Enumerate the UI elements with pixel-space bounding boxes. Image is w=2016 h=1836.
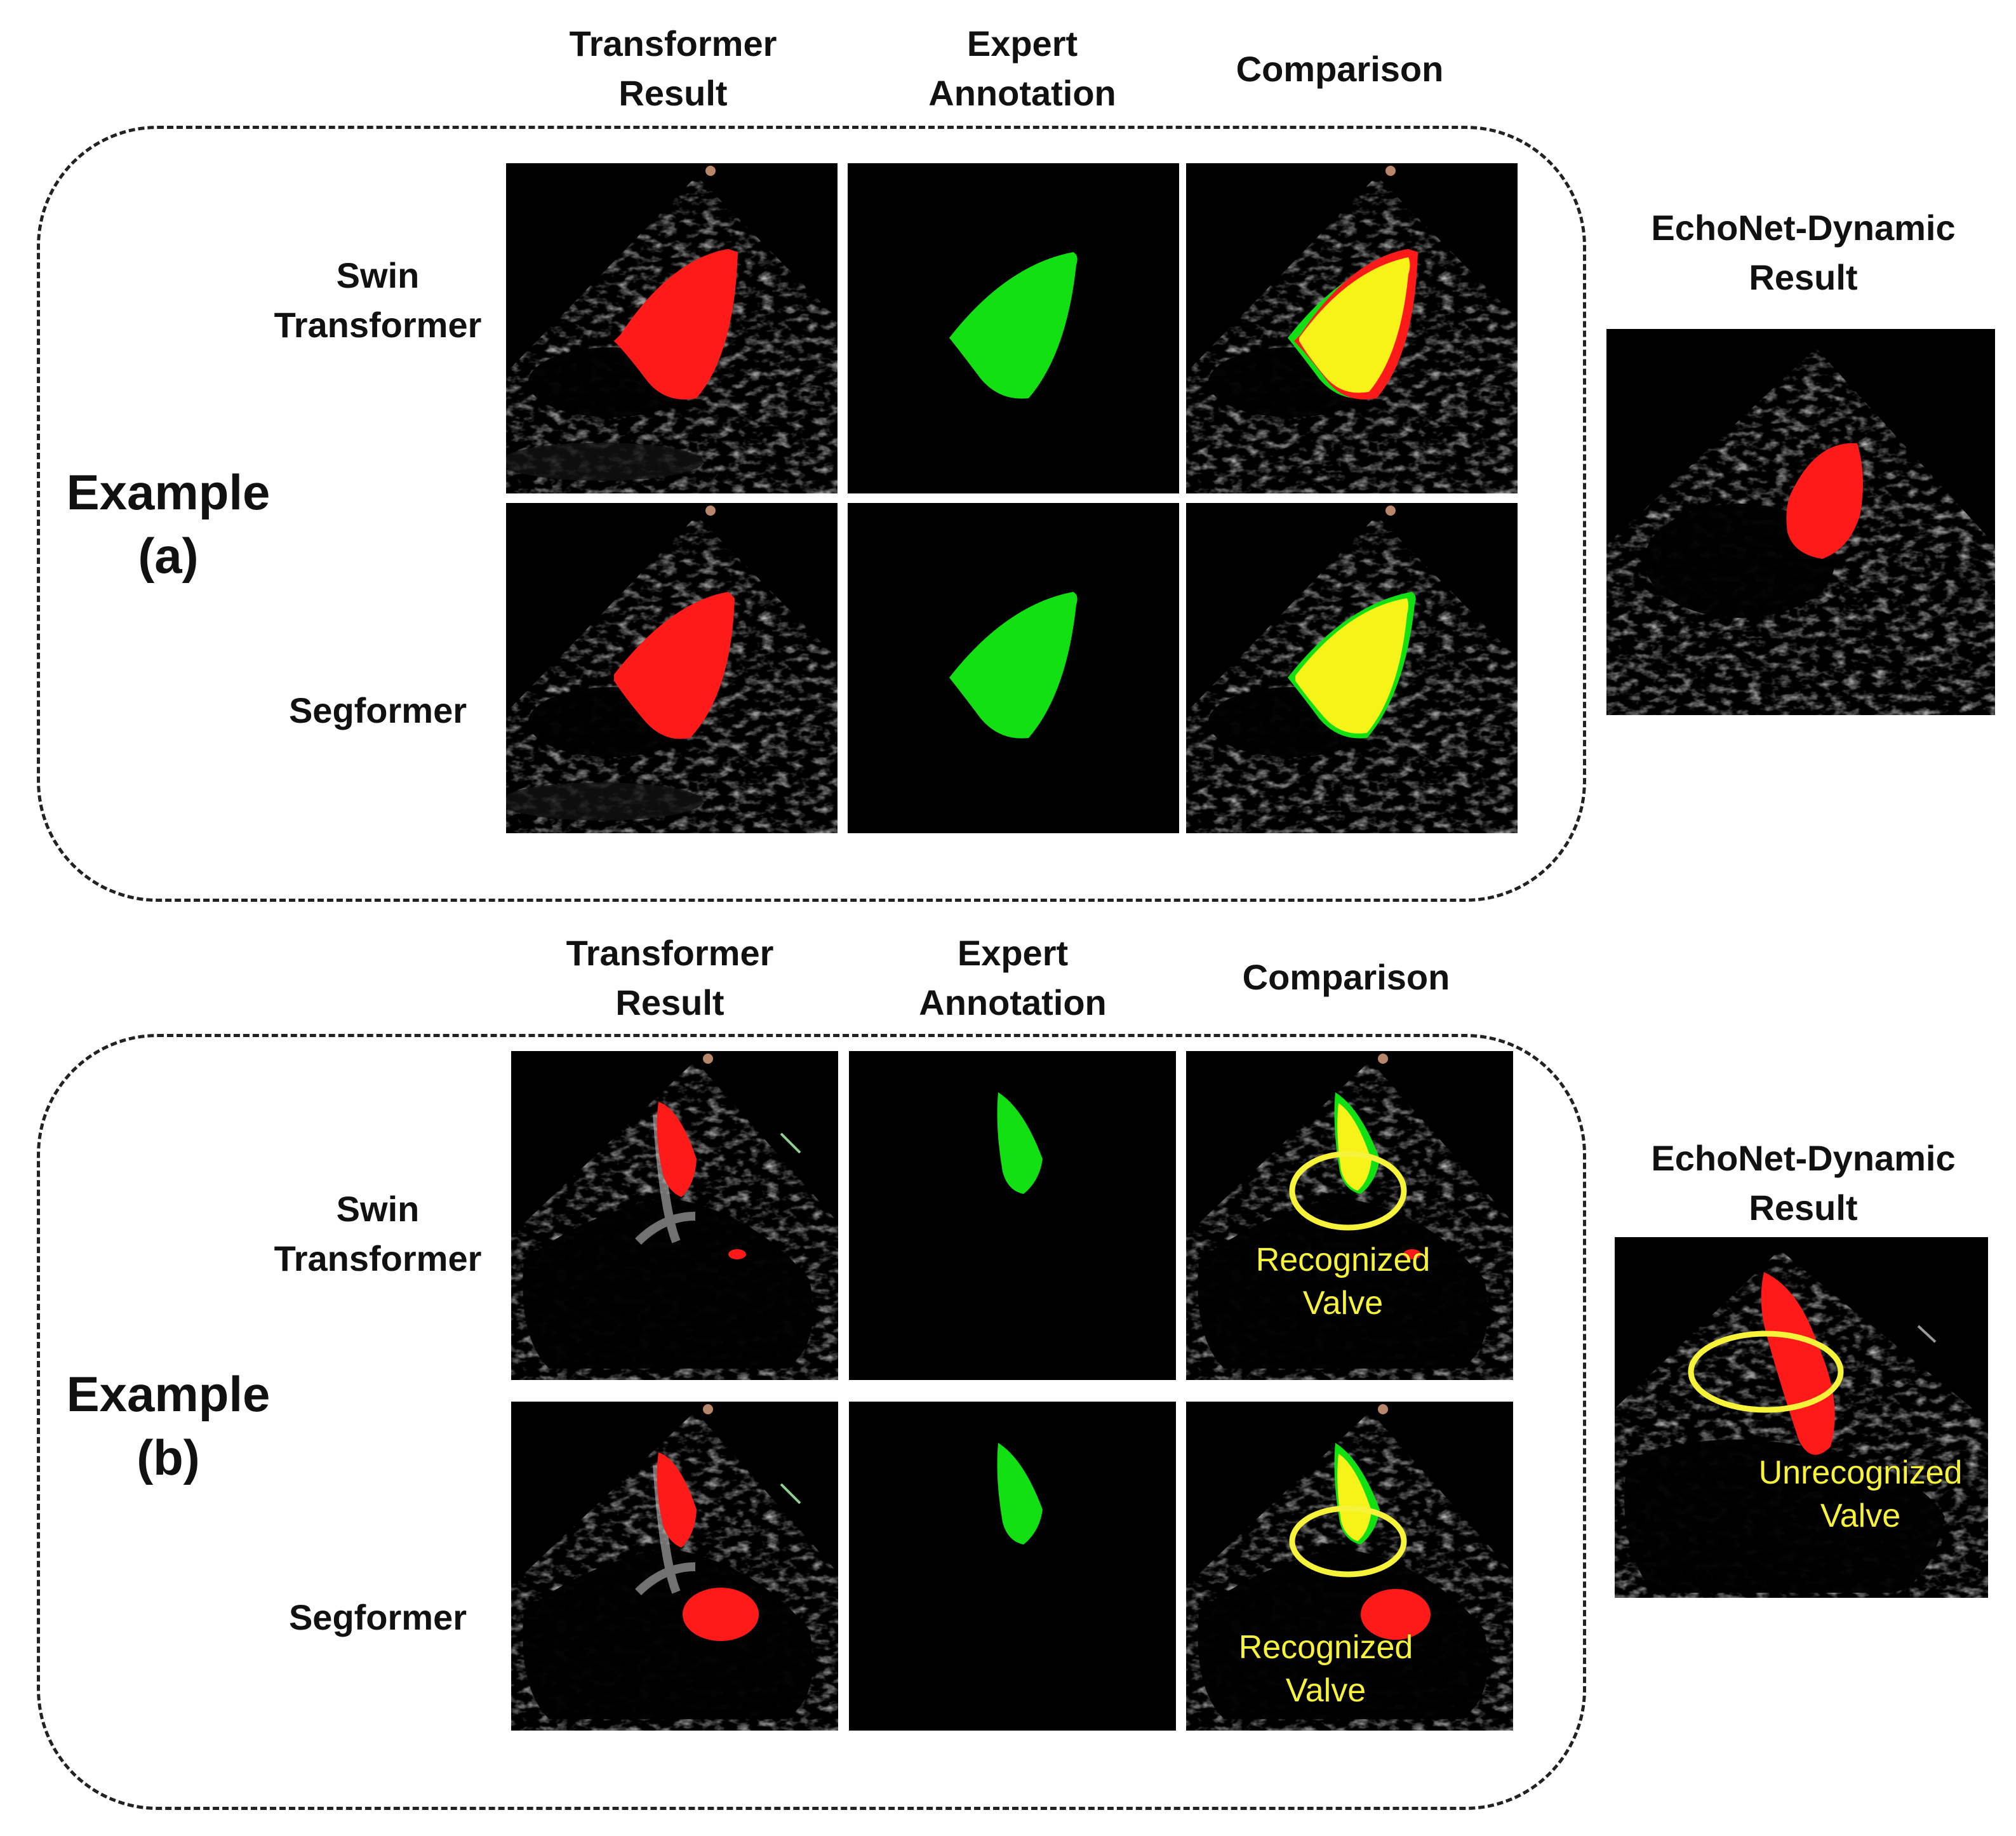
valve-highlight-circle bbox=[1289, 1151, 1407, 1231]
prediction-mask bbox=[657, 1452, 697, 1548]
example-a-title: Example (a) bbox=[66, 464, 270, 584]
valve-highlight-circle bbox=[1289, 1505, 1407, 1578]
echo-panel-swin-prediction-a bbox=[506, 163, 838, 493]
echonet-result-panel-a bbox=[1606, 329, 1995, 715]
annotation-mask bbox=[997, 1443, 1043, 1545]
annotation-mask bbox=[949, 592, 1078, 739]
row-label-swin-transformer-a: Swin Transformer bbox=[274, 255, 482, 345]
false-positive-blob bbox=[683, 1588, 759, 1641]
annotation-mask bbox=[949, 252, 1078, 399]
overlap-mask bbox=[1295, 598, 1408, 734]
expert-annotation-segformer-a bbox=[848, 503, 1179, 833]
expert-annotation-segformer-b bbox=[849, 1402, 1176, 1731]
false-positive-blob bbox=[728, 1249, 746, 1259]
comparison-panel-segformer-a bbox=[1186, 503, 1518, 833]
prediction-mask bbox=[1786, 443, 1863, 559]
overlap-mask bbox=[1337, 1454, 1372, 1541]
overlap-mask bbox=[1299, 257, 1410, 393]
example-b-frame bbox=[37, 1034, 1586, 1810]
prediction-mask bbox=[614, 249, 738, 399]
row-label-segformer-a: Segformer bbox=[288, 690, 467, 730]
col-header-comparison-b: Comparison bbox=[1242, 957, 1450, 997]
row-label-segformer-b: Segformer bbox=[288, 1597, 467, 1637]
echo-panel-segformer-prediction-a bbox=[506, 503, 838, 833]
comparison-panel-swin-a bbox=[1186, 163, 1518, 493]
example-a-frame bbox=[37, 126, 1586, 902]
side-header-echonet-b: EchoNet-Dynamic Result bbox=[1651, 1138, 1956, 1228]
example-b-title: Example (b) bbox=[66, 1366, 270, 1485]
prediction-mask bbox=[657, 1102, 697, 1197]
expert-annotation-swin-b bbox=[849, 1051, 1176, 1380]
echonet-result-panel-b bbox=[1615, 1237, 1988, 1598]
prediction-mask bbox=[1761, 1272, 1835, 1455]
prediction-mask bbox=[614, 592, 735, 739]
overlap-mask bbox=[1337, 1103, 1372, 1191]
recognized-valve-label-swin: Recognized Valve bbox=[1255, 1242, 1431, 1322]
unrecognized-valve-label: Unrecognized Valve bbox=[1758, 1454, 1963, 1534]
comparison-panel-swin-b bbox=[1186, 1051, 1513, 1380]
col-header-transformer-result-a: Transformer Result bbox=[569, 23, 777, 113]
col-header-expert-annotation-b: Expert Annotation bbox=[919, 933, 1107, 1022]
col-header-transformer-result-b: Transformer Result bbox=[566, 933, 774, 1022]
col-header-expert-annotation-a: Expert Annotation bbox=[928, 23, 1116, 113]
valve-highlight-circle bbox=[1688, 1330, 1844, 1413]
echo-panel-segformer-prediction-b bbox=[511, 1402, 838, 1731]
row-label-swin-transformer-b: Swin Transformer bbox=[274, 1189, 482, 1278]
recognized-valve-label-segformer: Recognized Valve bbox=[1238, 1629, 1413, 1709]
expert-annotation-swin-a bbox=[848, 163, 1179, 493]
annotation-mask bbox=[997, 1092, 1043, 1194]
side-header-echonet-a: EchoNet-Dynamic Result bbox=[1651, 208, 1956, 297]
echo-panel-swin-prediction-b bbox=[511, 1051, 838, 1380]
col-header-comparison-a: Comparison bbox=[1236, 49, 1444, 89]
comparison-panel-segformer-b bbox=[1186, 1402, 1513, 1731]
